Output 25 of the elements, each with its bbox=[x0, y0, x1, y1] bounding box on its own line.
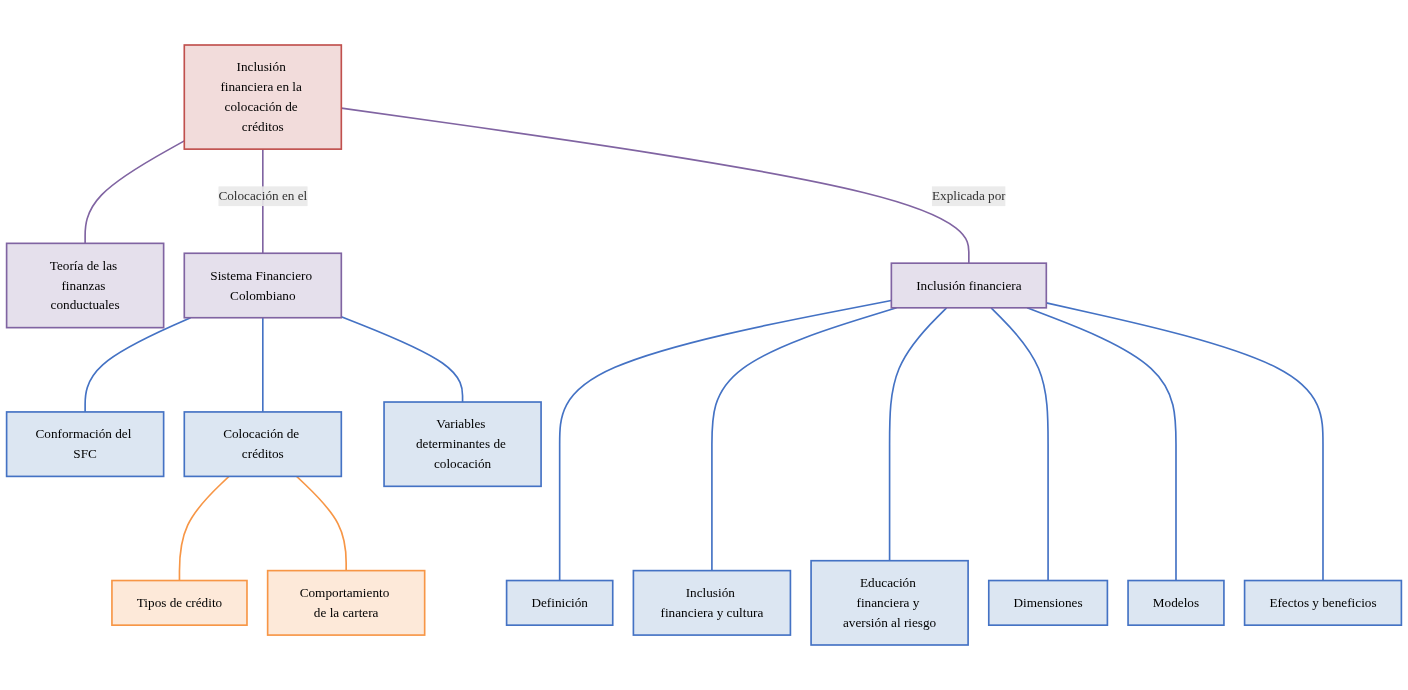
node-box: Comportamiento de la cartera bbox=[266, 569, 426, 636]
node-box: Inclusión financiera y cultura bbox=[632, 569, 792, 636]
node-box: Educación financiera y aversión al riesgo bbox=[810, 559, 969, 646]
node-box: Variables determinantes de colocación bbox=[383, 401, 542, 488]
connector bbox=[178, 475, 230, 582]
connector bbox=[262, 316, 264, 413]
node-box: Colocación de créditos bbox=[183, 411, 343, 478]
node-box: Conformación del SFC bbox=[5, 411, 165, 478]
connector bbox=[888, 307, 948, 562]
node-box: Inclusión financiera en la colocación de créditos bbox=[183, 44, 343, 150]
connector bbox=[340, 315, 464, 403]
edge-label: Explicada por bbox=[931, 188, 1006, 203]
connector bbox=[990, 307, 1049, 582]
node-box: Tipos de crédito bbox=[111, 579, 248, 626]
node-box: Modelos bbox=[1127, 579, 1225, 626]
edge-label: Colocación en el bbox=[218, 188, 308, 203]
node-box: Sistema Financiero Colombiano bbox=[183, 252, 343, 319]
node-box: Inclusión financiera bbox=[890, 262, 1048, 309]
node-box: Definición bbox=[505, 579, 614, 626]
connector bbox=[1026, 307, 1177, 582]
connector bbox=[84, 316, 192, 413]
connector bbox=[295, 475, 347, 572]
node-box: Dimensiones bbox=[987, 579, 1109, 626]
node-box: Efectos y beneficios bbox=[1243, 579, 1403, 626]
node-box: Teoría de las finanzas conductuales bbox=[5, 242, 165, 329]
